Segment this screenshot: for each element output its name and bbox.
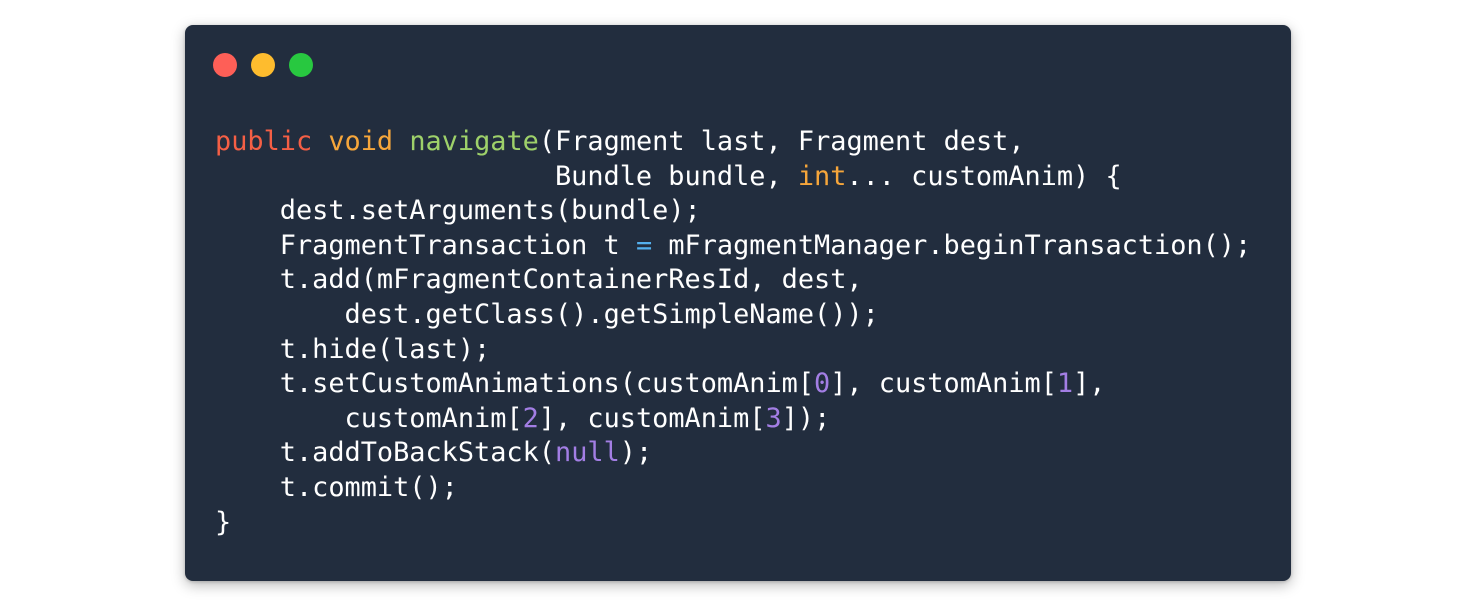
code-token-keyword: public <box>215 126 313 157</box>
code-line: dest.setArguments(bundle); <box>215 194 1251 229</box>
code-token-plain: ], <box>1073 368 1106 400</box>
code-block: public void navigate(Fragment last, Frag… <box>215 125 1251 540</box>
code-line: t.commit(); <box>215 471 1251 506</box>
code-token-number: 1 <box>1056 368 1074 400</box>
code-token-plain: customAnim[ <box>344 402 523 434</box>
code-indent <box>215 368 280 399</box>
code-token-type: void <box>328 126 394 157</box>
code-indent <box>215 264 280 295</box>
code-line: Bundle bundle, int... customAnim) { <box>215 160 1251 195</box>
code-token-plain: t.setCustomAnimations(customAnim[ <box>279 368 815 400</box>
code-token-function: navigate <box>409 126 539 157</box>
code-line: } <box>215 506 1251 541</box>
code-line: t.hide(last); <box>215 333 1251 368</box>
window-controls <box>213 53 313 77</box>
code-token-number: 0 <box>814 368 831 400</box>
code-line: t.addToBackStack(null); <box>215 436 1251 471</box>
code-line: public void navigate(Fragment last, Frag… <box>215 125 1251 160</box>
code-token-plain: ]); <box>781 402 831 434</box>
code-indent <box>215 299 345 330</box>
code-token-plain <box>312 126 328 157</box>
code-token-plain: ], customAnim[ <box>830 368 1057 400</box>
code-line: t.setCustomAnimations(customAnim[0], cus… <box>215 367 1251 402</box>
code-token-plain: Bundle bundle, <box>554 160 798 192</box>
code-token-plain: dest.getClass().getSimpleName()); <box>344 298 879 330</box>
code-indent <box>215 161 555 192</box>
maximize-dot[interactable] <box>289 53 313 77</box>
code-line: t.add(mFragmentContainerResId, dest, <box>215 263 1251 298</box>
code-token-number: null <box>555 437 620 469</box>
code-token-plain: FragmentTransaction t <box>279 229 636 261</box>
code-token-plain: } <box>215 506 232 538</box>
code-line: dest.getClass().getSimpleName()); <box>215 298 1251 333</box>
code-indent <box>215 437 280 468</box>
code-line: customAnim[2], customAnim[3]); <box>215 402 1251 437</box>
code-token-plain: t.commit(); <box>279 471 458 503</box>
close-dot[interactable] <box>213 53 237 77</box>
code-indent <box>215 230 280 261</box>
code-token-plain: t.hide(last); <box>279 333 491 365</box>
minimize-dot[interactable] <box>251 53 275 77</box>
code-token-plain: ); <box>619 437 653 469</box>
code-token-plain: mFragmentManager.beginTransaction(); <box>652 229 1252 261</box>
code-token-operator: = <box>635 229 653 261</box>
code-token-plain: t.add(mFragmentContainerResId, dest, <box>279 264 863 296</box>
code-token-plain <box>393 126 409 157</box>
code-indent <box>215 472 280 503</box>
code-indent <box>215 334 280 365</box>
code-token-plain: dest.setArguments(bundle); <box>279 195 701 227</box>
code-indent <box>215 403 345 434</box>
code-window: public void navigate(Fragment last, Frag… <box>185 25 1291 581</box>
code-token-number: 2 <box>522 402 539 434</box>
code-token-plain: ], customAnim[ <box>538 402 766 434</box>
code-indent <box>215 195 280 226</box>
code-token-plain: t.addToBackStack( <box>279 437 555 469</box>
code-token-plain: ... customAnim) { <box>846 160 1122 192</box>
code-token-type: int <box>797 160 847 192</box>
code-token-plain: (Fragment last, Fragment dest, <box>538 126 1025 157</box>
code-token-number: 3 <box>765 402 782 434</box>
code-line: FragmentTransaction t = mFragmentManager… <box>215 229 1251 264</box>
